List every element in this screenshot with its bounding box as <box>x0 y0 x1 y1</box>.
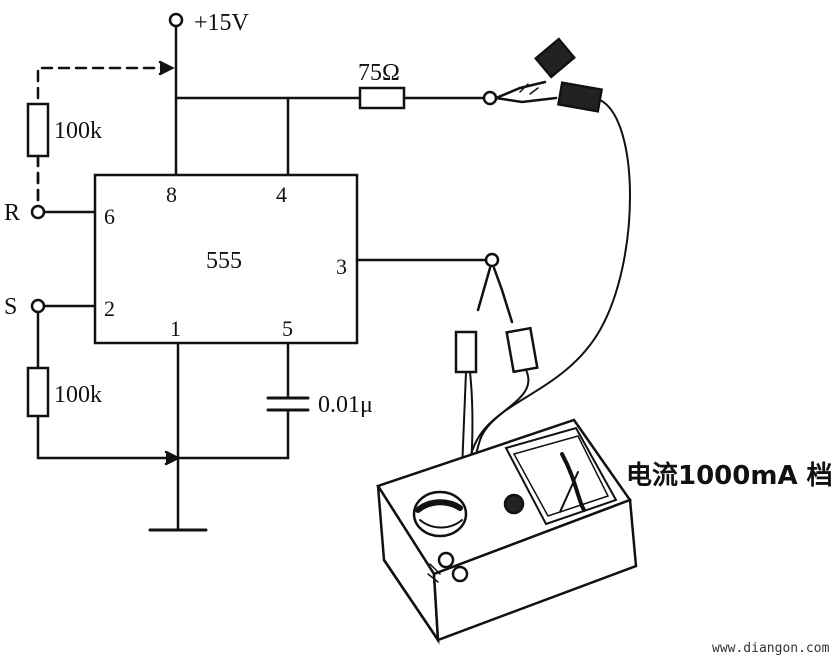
bottom-arrow <box>164 450 181 466</box>
clip-top <box>494 37 604 113</box>
meter-mode-label: 电流1000mA 档 <box>626 461 833 491</box>
resistor-s-label: 100k <box>54 382 102 408</box>
pin-4-label: 4 <box>276 182 287 207</box>
watermark: www.diangon.com <box>712 641 830 656</box>
pin-3-label: 3 <box>336 254 347 279</box>
supply-label: +15V <box>194 10 250 36</box>
pin-1-label: 1 <box>170 316 181 341</box>
pin-8-label: 8 <box>166 182 177 207</box>
pin-6-label: 6 <box>104 204 115 229</box>
r-terminal <box>30 204 46 220</box>
resistor-r-label: 100k <box>54 118 102 144</box>
terminal-r-label: R <box>4 200 20 226</box>
output-terminal-3 <box>484 252 500 268</box>
pin-5-label: 5 <box>282 316 293 341</box>
s-terminal <box>30 298 46 314</box>
resistor-75-body <box>358 86 406 110</box>
chip-label: 555 <box>206 248 242 274</box>
dashed-arrow <box>158 60 175 76</box>
capacitor-label: 0.01μ <box>318 392 373 418</box>
meter-lead-right <box>469 99 631 461</box>
supply-terminal <box>168 12 184 28</box>
resistor-75-label: 75Ω <box>358 60 400 86</box>
multimeter <box>376 418 638 645</box>
pin-2-label: 2 <box>104 296 115 321</box>
output-terminal-top <box>482 90 498 106</box>
resistor-s-body <box>26 366 50 418</box>
resistor-r-body <box>26 102 50 158</box>
terminal-s-label: S <box>4 294 17 320</box>
